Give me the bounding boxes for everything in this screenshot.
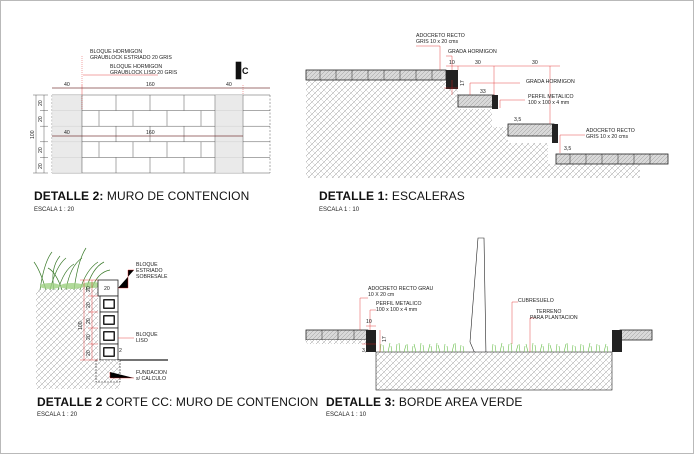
d2cc-dim-offset: 2 (119, 348, 122, 354)
d2cc-dim-row-2: 20 (86, 302, 92, 308)
d1-label-adocreto-top-1: ADOCRETO RECTO (416, 33, 465, 39)
d2-dim-row-3: 20 (38, 147, 44, 153)
d3-label-adocreto-1: ADOCRETO RECTO GRAU (368, 286, 433, 292)
d2-dim-top-mid: 160 (146, 82, 155, 88)
d2-dim-top-left: 40 (64, 82, 70, 88)
d2cc-label-fund-1: FUNDACION (136, 370, 167, 376)
d2-label-block1-line2: GRAUBLOCK ESTRIADO 20 GRIS (90, 55, 172, 61)
d2cc-dim-total: 100 (78, 321, 84, 330)
d2cc-dim-row-4: 20 (86, 334, 92, 340)
d2-dim-inner-left: 40 (64, 130, 70, 136)
d1-dim-10: 10 (449, 60, 455, 66)
detail-1-stairs-section: ADOCRETO RECTO GRIS 10 x 20 cms GRADA HO… (305, 33, 669, 178)
d3-dim-10: 10 (366, 319, 372, 325)
d2cc-label-estriado-1: BLOQUE (136, 262, 158, 268)
d2-dim-row-4: 20 (38, 163, 44, 169)
d2cc-dim-row-3: 20 (86, 318, 92, 324)
section-mark-c: C (242, 66, 249, 76)
title-detalle-1-rest: ESCALERAS (388, 189, 465, 203)
d1-label-perfil-1: PERFIL METALICO (528, 94, 574, 100)
title-detalle-3: DETALLE 3: BORDE AREA VERDE (326, 395, 523, 409)
d2-dim-top-right: 40 (226, 82, 232, 88)
d2cc-label-fund-2: s/ CALCULO (136, 376, 166, 382)
d3-dim-17: 17 (382, 336, 388, 342)
d1-label-perfil-2: 100 x 100 x 4 mm (528, 100, 569, 106)
d2-dim-inner-mid: 160 (146, 130, 155, 136)
d3-label-adocreto-2: 10 X 20 cm (368, 292, 394, 298)
d1-dim-35a: 3,5 (514, 117, 521, 123)
scale-detalle-2: ESCALA 1 : 20 (34, 207, 75, 213)
d2cc-label-estriado-3: SOBRESALE (136, 274, 168, 280)
d1-label-adocreto-top-2: GRIS 10 x 20 cms (416, 39, 458, 45)
d3-dim-35: 3,5 (362, 348, 369, 354)
d2-label-block1-line1: BLOQUE HORMIGON (90, 49, 142, 55)
title-detalle-3-rest: BORDE AREA VERDE (395, 395, 523, 409)
d1-dim-30a: 30 (475, 60, 481, 66)
d1-label-grada-mid: GRADA HORMIGON (526, 79, 575, 85)
d2cc-label-liso-2: LISO (136, 338, 148, 344)
scale-detalle-3: ESCALA 1 : 10 (326, 412, 367, 418)
d2cc-label-liso-1: BLOQUE (136, 332, 158, 338)
title-detalle-3-prefix: DETALLE 3: (326, 395, 396, 409)
detail-2-wall-elevation: C BLOQUE HORMIGON GRAUBLOCK ESTRIADO 20 … (30, 49, 271, 174)
d2-dim-row-1: 20 (38, 100, 44, 106)
d2-label-block2-line1: BLOQUE HORMIGON (110, 64, 162, 70)
d3-label-terreno-1: TERRENO (536, 309, 561, 315)
d2cc-label-estriado-2: ESTRIADO (136, 268, 163, 274)
title-detalle-2cc-rest: CORTE CC: MURO DE CONTENCION (102, 395, 319, 409)
detail-2cc-wall-section: 20 100 20 20 20 20 20 2 BLOQUE ESTRIADO … (33, 247, 168, 389)
detail-3-green-border-section: ADOCRETO RECTO GRAU 10 X 20 cm PERFIL ME… (305, 237, 653, 391)
d2cc-dim-block-w: 20 (104, 286, 110, 292)
d1-label-grada-top: GRADA HORMIGON (448, 49, 497, 55)
d3-label-perfil-2: 100 x 100 x 4 mm (376, 307, 417, 313)
d2-dim-total: 100 (30, 130, 36, 139)
d3-label-terreno-2: PARA PLANTACION (530, 315, 578, 321)
title-detalle-2-rest: MURO DE CONTENCION (103, 189, 250, 203)
d1-dim-17: 17 (460, 80, 466, 86)
d1-dim-33: 33 (480, 89, 486, 95)
d1-dim-30b: 30 (532, 60, 538, 66)
d2cc-dim-row-5: 20 (86, 350, 92, 356)
title-detalle-1-prefix: DETALLE 1: (319, 189, 389, 203)
d3-label-perfil-1: PERFIL METALICO (376, 301, 422, 307)
title-detalle-2-prefix: DETALLE 2: (34, 189, 104, 203)
title-detalle-2: DETALLE 2: MURO DE CONTENCION (34, 189, 249, 203)
scale-detalle-2cc: ESCALA 1 : 20 (37, 412, 78, 418)
title-detalle-2cc: DETALLE 2 CORTE CC: MURO DE CONTENCION (37, 395, 318, 409)
title-detalle-1: DETALLE 1: ESCALERAS (319, 189, 465, 203)
scale-detalle-1: ESCALA 1 : 10 (319, 207, 360, 213)
d1-label-adocreto-bot-1: ADOCRETO RECTO (586, 128, 635, 134)
d3-label-cubresuelo: CUBRESUELO (518, 298, 554, 304)
d2-label-block2-line2: GRAUBLOCK LISO 20 GRIS (110, 70, 178, 76)
d2-dim-row-2: 20 (38, 116, 44, 122)
d1-dim-35b: 3,5 (564, 146, 571, 152)
d1-label-adocreto-bot-2: GRIS 10 x 20 cms (586, 134, 628, 140)
d2cc-dim-row-1: 20 (86, 286, 92, 292)
title-detalle-2cc-prefix: DETALLE 2 (37, 395, 103, 409)
d3-dim-10b: 10 (372, 336, 378, 342)
